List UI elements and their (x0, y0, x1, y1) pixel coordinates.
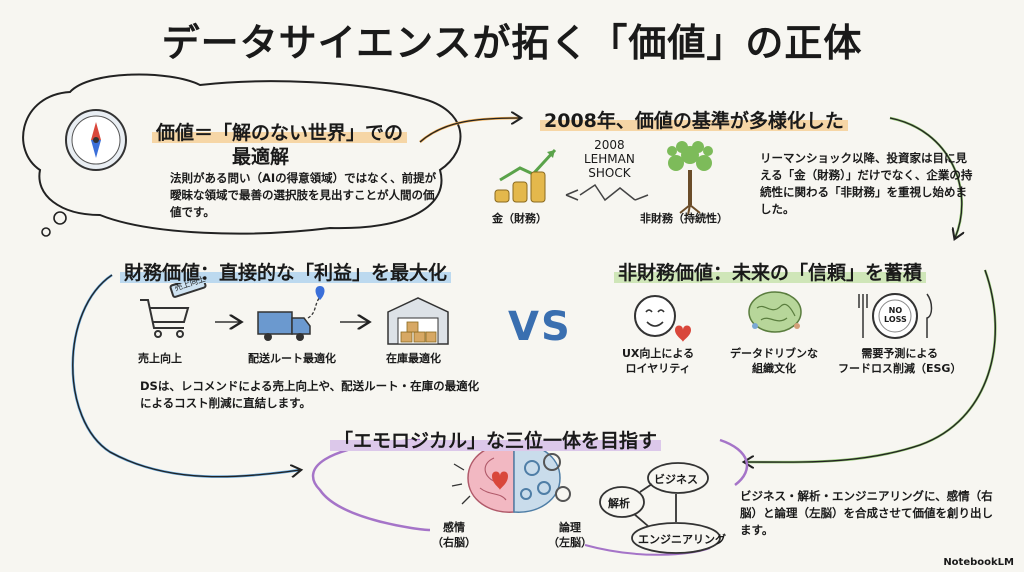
optimal-body: 法則がある問い（AIの得意領域）ではなく、前提が曖昧な領域で最善の選択肢を見出す… (170, 171, 437, 219)
emological-heading: 「エモロジカル」な三位一体を目指す (330, 426, 662, 453)
emological-body: ビジネス・解析・エンジニアリングに、感情（右脳）と論理（左脳）を合成させて価値を… (740, 489, 993, 537)
section-2008-heading: 2008年、価値の基準が多様化した (540, 106, 848, 133)
optimal-heading-2: 最適解 (232, 146, 290, 168)
node-engineering: エンジニアリング (638, 533, 726, 546)
thought-bubble (22, 73, 462, 235)
spark-lines (451, 463, 471, 505)
smile-heart-icon (634, 295, 691, 342)
money-label: 金（財務） (492, 212, 547, 225)
nonfinancial-item-label: データドリブンな 組織文化 (730, 347, 818, 375)
warehouse-icon (387, 297, 449, 345)
compass-icon (65, 109, 127, 171)
shock-bolt (579, 183, 636, 202)
lehman-shock-label: 2008 LEHMAN SHOCK (584, 138, 635, 180)
logic-brain-icon (513, 443, 561, 513)
nonfinancial-item-label: 需要予測による フードロス削減（ESG） (838, 347, 962, 375)
node-analysis: 解析 (608, 497, 630, 510)
emotion-label: 感情 （右脳） (432, 521, 476, 549)
page-title: データサイエンスが拓く「価値」の正体 (161, 21, 863, 65)
brain-icon (748, 291, 802, 333)
tree-label: 非財務（持続性） (640, 212, 728, 225)
arrow-financial-to-emological (71, 273, 301, 478)
tree-icon (667, 141, 713, 216)
arrow-to-2008 (419, 116, 521, 143)
delivery-truck-icon (257, 286, 325, 341)
nonfinancial-item-label: UX向上による ロイヤリティ (622, 347, 695, 375)
node-business: ビジネス (654, 473, 698, 486)
financial-item-label: 売上向上 (138, 352, 182, 365)
coins-icon (494, 148, 557, 203)
no-loss-text: NO LOSS (884, 306, 907, 324)
financial-heading: 財務価値：直接的な「利益」を最大化 (120, 258, 452, 285)
no-loss-plate-icon (858, 293, 933, 339)
logic-label: 論理 （左脳） (548, 521, 592, 549)
brand-label: NotebookLM (943, 557, 1014, 568)
financial-item-label: 在庫最適化 (386, 352, 441, 365)
financial-item-label: 配送ルート最適化 (248, 352, 336, 365)
optimal-heading: 価値＝「解のない世界」での (152, 118, 408, 145)
section-2008-body: リーマンショック以降、投資家は目に見える「金（財務）」だけでなく、企業の持続性に… (760, 151, 973, 216)
skill-network-icon (599, 462, 721, 554)
financial-body: DSは、レコメンドによる売上向上や、配送ルート・在庫の最適化によるコスト削減に直… (140, 379, 480, 410)
nonfinancial-heading: 非財務価値：未来の「信頼」を蓄積 (614, 258, 927, 285)
emological-swoosh (311, 438, 431, 532)
emotion-brain-icon (467, 443, 515, 513)
vs-label: VS (508, 304, 572, 350)
gear-icon (543, 453, 571, 502)
